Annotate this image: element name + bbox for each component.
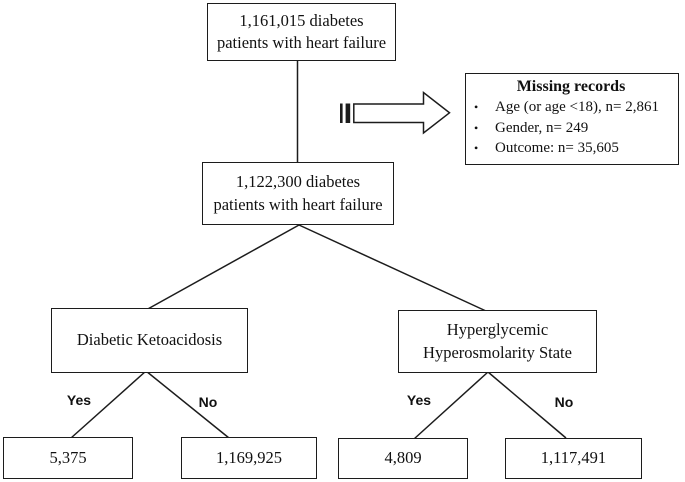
striped-right-arrow-icon [340, 90, 451, 135]
missing-records-item-outcome: • Outcome: n= 35,605 [470, 138, 672, 159]
missing-records-title: Missing records [516, 78, 626, 95]
leaf-dka-no-count-text: 1,169,925 [216, 447, 282, 467]
missing-records-box: Missing records • Age (or age <18), n= 2… [465, 73, 679, 165]
missing-records-item-age-text: Age (or age <18), n= 2,861 [495, 99, 659, 116]
missing-records-item-age: • Age (or age <18), n= 2,861 [470, 97, 672, 118]
connector-included-to-hhs [298, 224, 487, 312]
leaf-hhs-no-count-text: 1,117,491 [540, 448, 607, 468]
missing-records-item-outcome-text: Outcome: n= 35,605 [495, 140, 619, 157]
bullet-icon: • [474, 100, 479, 115]
bullet-icon: • [474, 120, 479, 135]
hhs-no-label: No [554, 394, 574, 410]
node-diabetic-ketoacidosis-text: Diabetic Ketoacidosis [76, 330, 223, 350]
bullet-icon: • [474, 141, 479, 156]
missing-records-item-gender: • Gender, n= 249 [470, 118, 672, 139]
node-diabetic-ketoacidosis: Diabetic Ketoacidosis [51, 308, 248, 373]
leaf-dka-yes-count: 5,375 [3, 437, 133, 479]
hhs-yes-label: Yes [406, 392, 432, 408]
leaf-dka-yes-count-text: 5,375 [49, 447, 87, 467]
dka-yes-label: Yes [66, 392, 92, 408]
dka-no-label: No [198, 394, 218, 410]
node-hyperglycemic-hyperosmolarity: Hyperglycemic Hyperosmolarity State [398, 310, 597, 373]
leaf-dka-no-count: 1,169,925 [181, 437, 317, 479]
node-included-patients: 1,122,300 diabetes patients with heart f… [202, 162, 394, 225]
connector-dka-no [145, 370, 230, 439]
missing-records-item-gender-text: Gender, n= 249 [495, 119, 589, 136]
leaf-hhs-no-count: 1,117,491 [505, 438, 642, 479]
node-total-patients-text: 1,161,015 diabetes patients with heart f… [216, 10, 387, 52]
connector-hhs-yes [413, 371, 489, 440]
connector-dka-yes [70, 370, 147, 439]
node-included-patients-text: 1,122,300 diabetes patients with heart f… [213, 172, 383, 214]
node-total-patients: 1,161,015 diabetes patients with heart f… [207, 3, 396, 61]
connector-hhs-no [487, 371, 567, 439]
connector-included-to-dka [145, 224, 300, 311]
leaf-hhs-yes-count: 4,809 [338, 438, 468, 479]
node-hyperglycemic-hyperosmolarity-text: Hyperglycemic Hyperosmolarity State [423, 320, 572, 362]
leaf-hhs-yes-count-text: 4,809 [384, 448, 422, 468]
